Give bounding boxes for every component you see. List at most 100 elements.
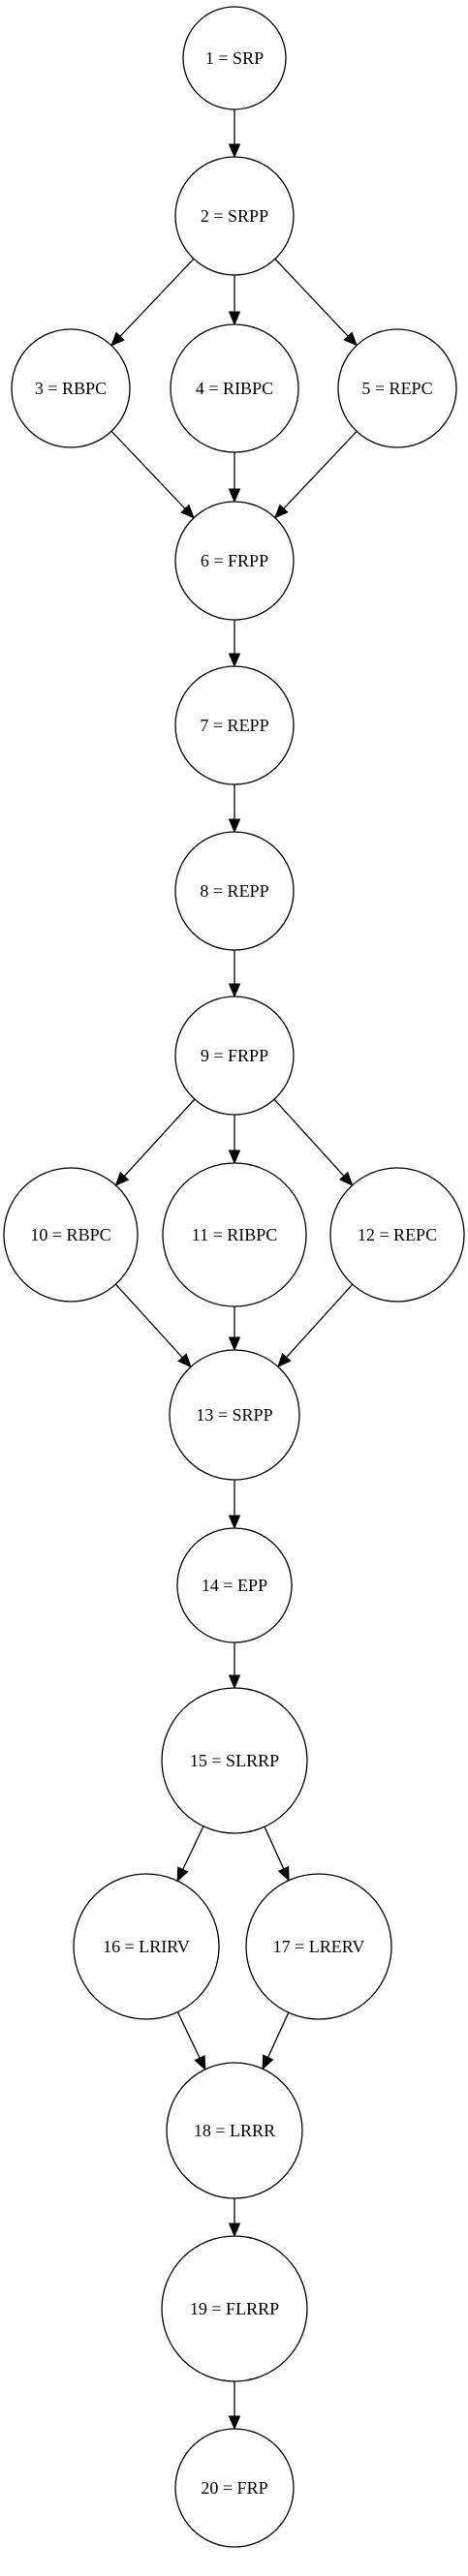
edge-13-to-14 [228,1480,241,1530]
arrowhead-icon [194,2055,206,2071]
edge-9-to-10 [114,1098,196,1187]
edge-line [119,258,195,337]
node-circle [161,1687,308,1834]
edge-18-to-19 [228,2198,241,2238]
arrowhead-icon [228,1336,241,1352]
edge-2-to-5 [274,258,358,347]
node-label: 14 = EPP [202,1576,267,1595]
edge-19-to-20 [228,2381,241,2431]
node-label: 16 = LRIRV [103,1937,190,1956]
node-12: 12 = REPC [329,1167,465,1303]
edge-17-to-18 [262,2011,290,2070]
node-label: 2 = SRPP [201,206,268,226]
edge-line [182,1825,204,1870]
node-label: 5 = REPC [361,379,432,398]
edge-15-to-17 [264,1826,290,1882]
node-3: 3 = RBPC [11,328,131,448]
node-label: 12 = REPC [358,1225,437,1244]
node-label: 7 = REPP [200,716,268,735]
node-13: 13 = SRPP [169,1349,300,1481]
node-7: 7 = REPP [174,665,295,785]
node-label: 1 = SRP [205,48,264,68]
arrowhead-icon [228,1515,241,1530]
edge-2-to-3 [110,258,195,347]
node-label: 11 = RIBPC [192,1225,278,1244]
edge-line [264,1826,285,1870]
node-circle [337,328,457,448]
node-circle [174,996,295,1116]
arrowhead-icon [228,143,241,159]
node-9: 9 = FRPP [174,996,295,1116]
node-14: 14 = EPP [176,1527,293,1643]
edge-line [123,1098,196,1177]
nodes-layer: 1 = SRP 2 = SRPP 3 = RBPC 4 = RIBPC 5 = REPC… [3,6,465,2548]
node-circle [174,665,295,785]
edge-8-to-9 [228,950,241,998]
node-20: 20 = FRP [174,2428,295,2548]
node-5: 5 = REPC [337,328,457,448]
node-circle [166,2062,303,2199]
arrowhead-icon [228,2223,241,2238]
edge-line [286,1283,354,1359]
edge-3-to-6 [110,430,195,519]
edge-2-to-4 [228,275,241,326]
node-label: 20 = FRP [201,2478,267,2498]
edge-line [274,258,349,337]
node-16: 16 = LRIRV [73,1873,220,2020]
node-2: 2 = SRPP [174,156,295,276]
node-circle [174,156,295,276]
node-8: 8 = REPP [174,831,295,951]
edge-line [267,2011,290,2058]
arrowhead-icon [228,983,241,998]
arrowhead-icon [228,1150,241,1165]
node-circle [329,1167,465,1303]
edge-14-to-15 [228,1642,241,1690]
arrowhead-icon [228,311,241,326]
node-1: 1 = SRP [182,6,287,110]
arrowhead-icon [343,331,358,347]
arrowhead-icon [228,488,241,504]
arrowhead-icon [228,2415,241,2431]
node-label: 6 = FRPP [201,551,268,570]
node-4: 4 = RIBPC [170,323,299,453]
edge-5-to-6 [274,430,358,519]
edge-line [283,430,358,509]
arrowhead-icon [262,2054,274,2070]
edge-11-to-13 [228,1306,241,1352]
node-11: 11 = RIBPC [162,1162,307,1307]
node-circle [11,328,131,448]
edges-layer [110,109,358,2431]
node-circle [174,2428,295,2548]
arrowhead-icon [277,1353,292,1368]
edge-16-to-18 [176,2011,206,2071]
edge-line [114,1283,183,1359]
node-18: 18 = LRRR [166,2062,303,2199]
node-6: 6 = FRPP [174,501,295,621]
arrowhead-icon [180,504,195,519]
node-label: 15 = SLRRP [190,1751,279,1770]
node-circle [3,1167,139,1303]
arrowhead-icon [338,1171,354,1186]
arrowhead-icon [228,653,241,668]
edge-4-to-6 [228,452,241,504]
node-label: 13 = SRPP [196,1405,272,1425]
node-circle [161,2235,308,2382]
edge-line [273,1098,345,1177]
edge-9-to-12 [273,1098,354,1186]
arrowhead-icon [110,331,125,347]
node-label: 3 = RBPC [35,379,107,398]
arrowhead-icon [114,1171,130,1187]
edge-1-to-2 [228,109,241,159]
arrowhead-icon [274,504,289,519]
arrowhead-icon [277,1865,290,1882]
edge-12-to-13 [277,1283,354,1368]
node-15: 15 = SLRRP [161,1687,308,1834]
arrowhead-icon [228,1674,241,1690]
node-circle [162,1162,307,1307]
node-19: 19 = FLRRP [161,2235,308,2382]
node-label: 8 = REPP [200,881,268,901]
edge-10-to-13 [114,1283,192,1368]
edge-line [176,2011,201,2059]
node-circle [174,501,295,621]
